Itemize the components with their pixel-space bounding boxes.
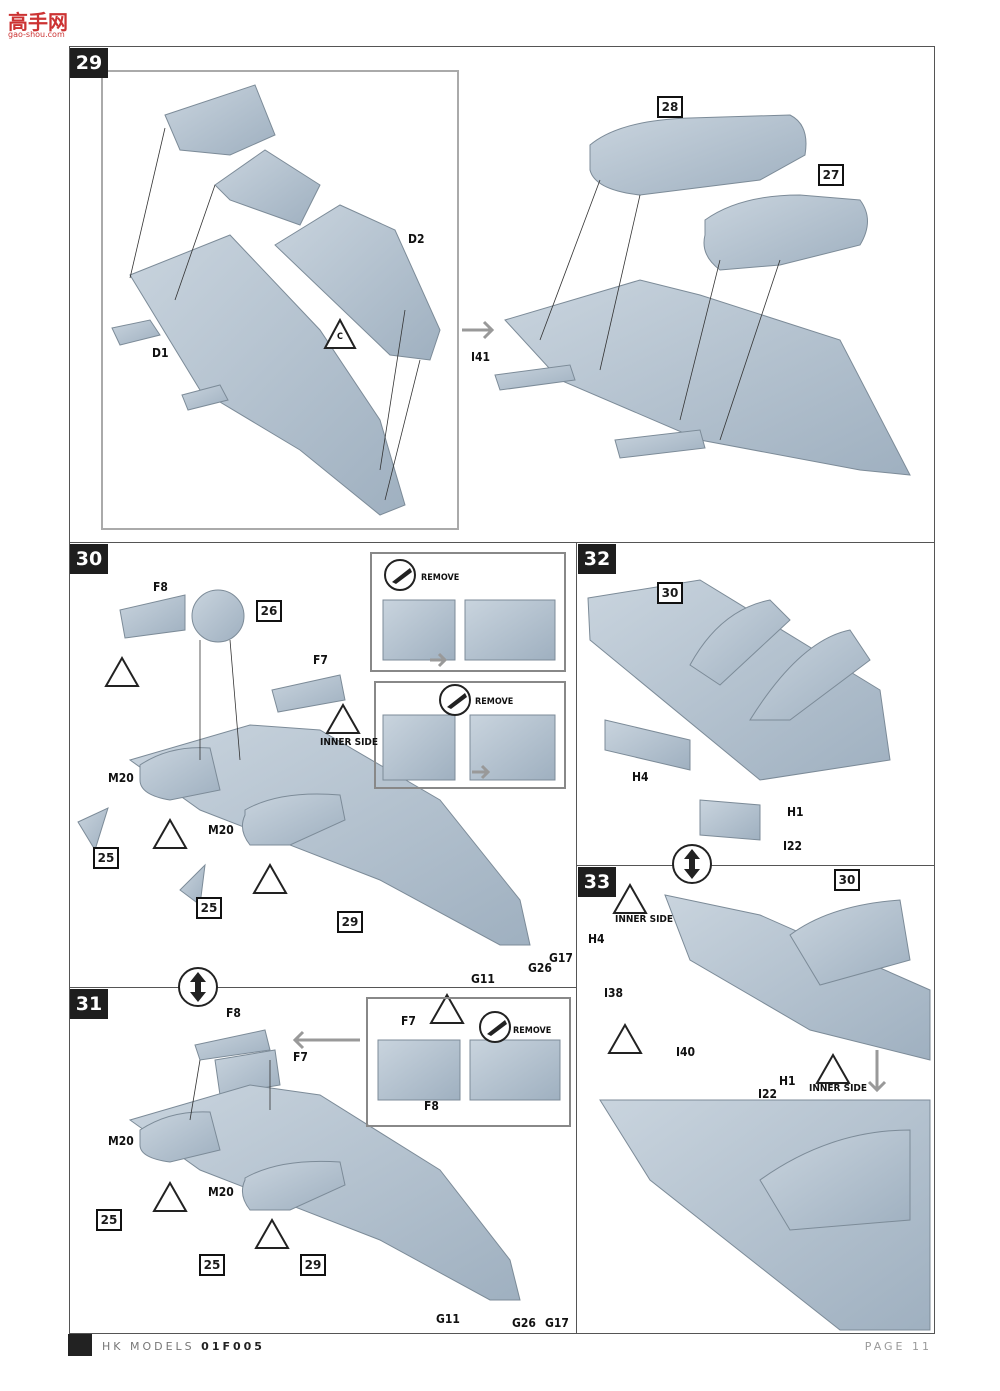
part-box-30: 30 [834,869,860,891]
label-H1: H1 [779,1074,796,1088]
label-H4: H4 [632,770,649,784]
part-box-29: 29 [337,911,363,933]
footer-brand: HK MODELS 01F005 [102,1340,265,1353]
part-box-27: 27 [818,164,844,186]
step-33-panel [576,865,935,1334]
label-D2: D2 [408,232,425,246]
label-G26: G26 [528,961,552,975]
label-F8: F8 [424,1099,439,1113]
footer-brand-name: HK MODELS [102,1340,195,1353]
label-M20: M20 [208,823,234,837]
label-G11: G11 [471,972,495,986]
label-remove: REMOVE [475,697,514,707]
label-F7: F7 [293,1050,308,1064]
site-url: gao-shou.com [8,30,65,39]
step-number-33: 33 [578,867,616,897]
label-inner-side: INNER SIDE [615,914,674,925]
label-remove: REMOVE [421,573,460,583]
part-box-25: 25 [196,897,222,919]
step-number-32: 32 [578,544,616,574]
step-number-31: 31 [70,989,108,1019]
label-D1: D1 [152,346,169,360]
label-remove: REMOVE [513,1026,552,1036]
label-H4: H4 [588,932,605,946]
label-I22: I22 [758,1087,778,1101]
label-M20: M20 [208,1185,234,1199]
label-inner-side: INNER SIDE [320,737,379,748]
label-F7: F7 [313,653,328,667]
site-logo: 高手网 [8,10,68,34]
label-G11: G11 [436,1312,460,1326]
label-F8: F8 [153,580,168,594]
label-F8: F8 [226,1006,241,1020]
part-box-25: 25 [199,1254,225,1276]
part-box-26: 26 [256,600,282,622]
label-G17: G17 [549,951,573,965]
flip-indicator-icon [178,844,712,1007]
label-G26: G26 [512,1316,536,1330]
footer-code: 01F005 [201,1340,265,1353]
label-inner-side: INNER SIDE [809,1083,868,1094]
label-I41: I41 [471,350,491,364]
label-I22: I22 [783,839,803,853]
step-number-29: 29 [70,48,108,78]
part-box-25: 25 [96,1209,122,1231]
part-box-28: 28 [657,96,683,118]
label-G17: G17 [545,1316,569,1330]
step-number-30: 30 [70,544,108,574]
part-box-25: 25 [93,847,119,869]
footer-logo-icon [68,1334,92,1356]
part-box-29: 29 [300,1254,326,1276]
label-H1: H1 [787,805,804,819]
cement-mark: C [337,332,343,342]
footer-page: PAGE 11 [864,1340,932,1353]
label-I38: I38 [604,986,624,1000]
part-box-30: 30 [657,582,683,604]
label-M20: M20 [108,1134,134,1148]
label-I40: I40 [676,1045,696,1059]
step-29-subpanel [101,70,459,530]
label-M20: M20 [108,771,134,785]
label-F7: F7 [401,1014,416,1028]
